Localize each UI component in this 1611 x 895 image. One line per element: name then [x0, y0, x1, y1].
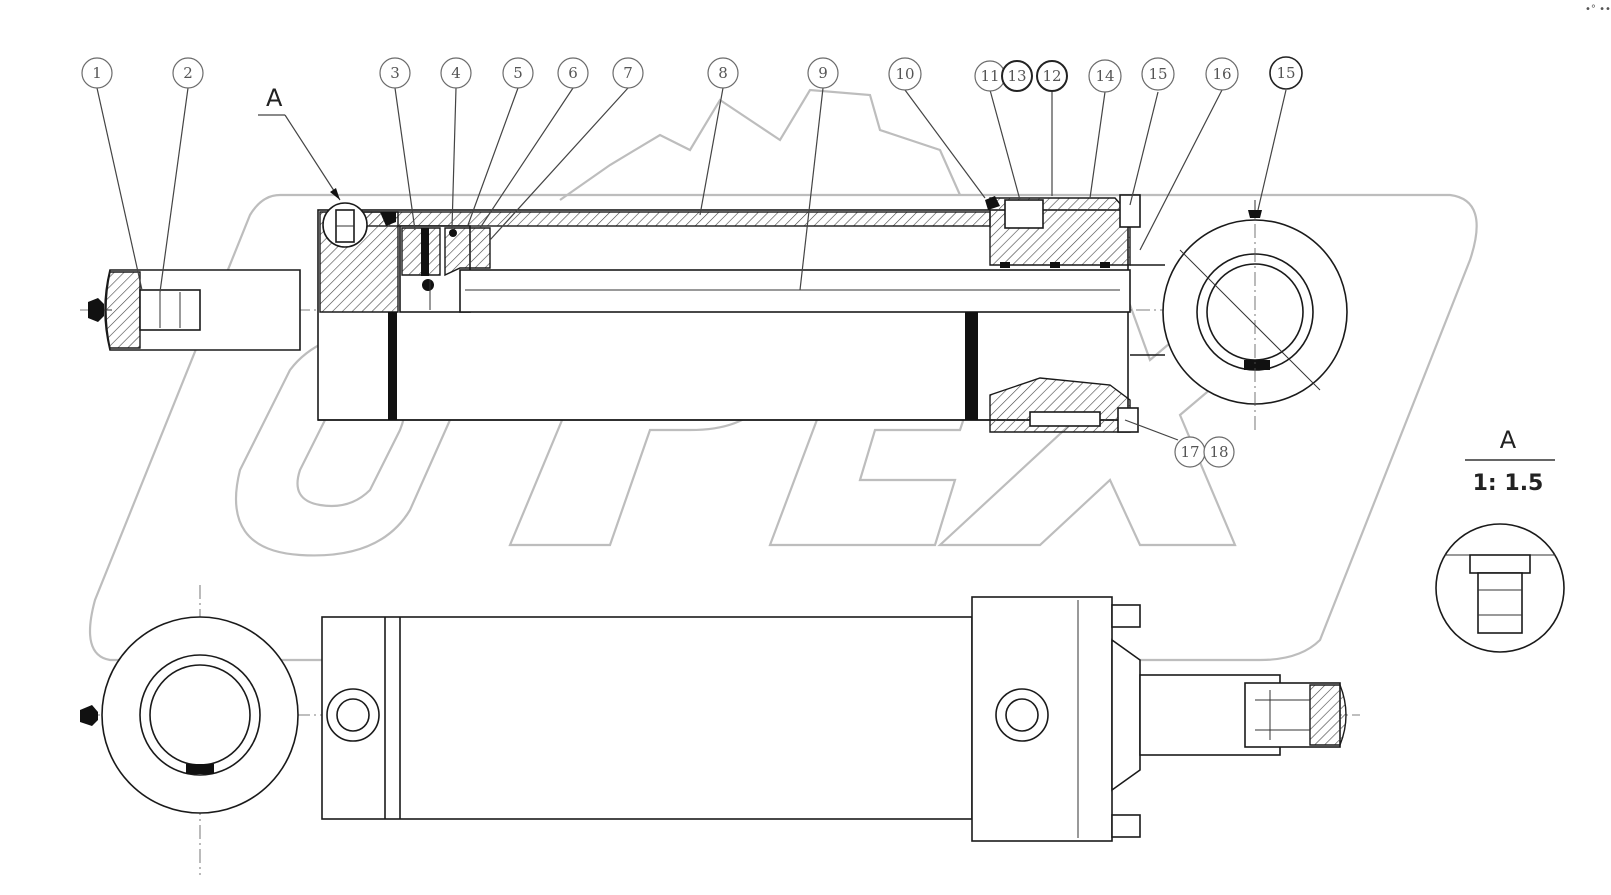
left-pin-bore: [139, 289, 201, 331]
detail-view-a: A 1: 1.5: [1435, 426, 1565, 653]
detail-view-scale: 1: 1.5: [1473, 471, 1544, 496]
grease-nipple-right: [1248, 210, 1262, 218]
callout-5: 5: [467, 57, 534, 226]
callout-14: 14: [1088, 59, 1122, 199]
section-label-a: A: [258, 84, 341, 201]
gland-bolt-bottom: [1117, 407, 1139, 433]
callout-group: 1 2 3 4 5 6 7 8 9 10 11 13 12 14 15 16 1…: [81, 56, 1303, 468]
svg-text:17: 17: [1180, 443, 1199, 461]
svg-text:18: 18: [1209, 443, 1228, 461]
head-bolt-bottom: [1111, 814, 1141, 838]
svg-text:10: 10: [895, 65, 914, 83]
svg-text:13: 13: [1007, 67, 1026, 85]
lower-band-left: [388, 312, 397, 420]
callout-16: 16: [1139, 57, 1239, 251]
svg-text:15: 15: [1148, 65, 1167, 83]
callout-4: 4: [440, 57, 472, 229]
svg-text:12: 12: [1042, 67, 1061, 85]
callout-15-right: 15: [1257, 56, 1303, 211]
svg-text:9: 9: [818, 64, 828, 82]
callout-3: 3: [379, 57, 416, 231]
svg-text:A: A: [266, 84, 283, 112]
svg-text:6: 6: [568, 64, 578, 82]
piston-seal: [421, 228, 429, 276]
external-body: [321, 616, 973, 820]
svg-text:7: 7: [623, 64, 633, 82]
lower-band-right: [965, 312, 978, 420]
svg-text:1: 1: [92, 64, 102, 82]
callout-12: 12: [1036, 60, 1068, 196]
callout-8: 8: [699, 57, 739, 216]
section-view: [80, 194, 1348, 433]
cylinder-tube-wall: [329, 211, 991, 227]
callout-10: 10: [888, 57, 986, 199]
grease-nipple-bottom: [80, 705, 98, 726]
callout-6: 6: [479, 57, 589, 229]
svg-text:14: 14: [1095, 67, 1114, 85]
svg-text:8: 8: [718, 64, 728, 82]
head-bolt-top: [1111, 604, 1141, 628]
external-view: [80, 585, 1360, 875]
callout-13: 13: [1001, 60, 1033, 92]
callout-11: 11: [974, 60, 1021, 201]
svg-text:16: 16: [1212, 65, 1231, 83]
svg-text:15: 15: [1276, 64, 1295, 82]
svg-text:5: 5: [513, 64, 523, 82]
corner-mark: •° ••: [1585, 4, 1611, 15]
svg-text:4: 4: [451, 64, 461, 82]
callout-18: 18: [1203, 436, 1235, 468]
callout-7: 7: [489, 57, 644, 241]
gland-bolt-top: [1119, 194, 1141, 228]
gland-seals: [1000, 262, 1110, 268]
callout-15-left: 15: [1129, 57, 1175, 206]
svg-text:11: 11: [980, 67, 999, 85]
callout-2: 2: [159, 57, 204, 293]
svg-text:2: 2: [183, 64, 193, 82]
detail-view-label: A: [1500, 426, 1517, 454]
piston-rod: [459, 269, 1131, 313]
grease-nipple-left: [88, 298, 104, 322]
callout-9: 9: [799, 57, 839, 291]
svg-text:3: 3: [390, 64, 400, 82]
callout-1: 1: [81, 57, 143, 291]
